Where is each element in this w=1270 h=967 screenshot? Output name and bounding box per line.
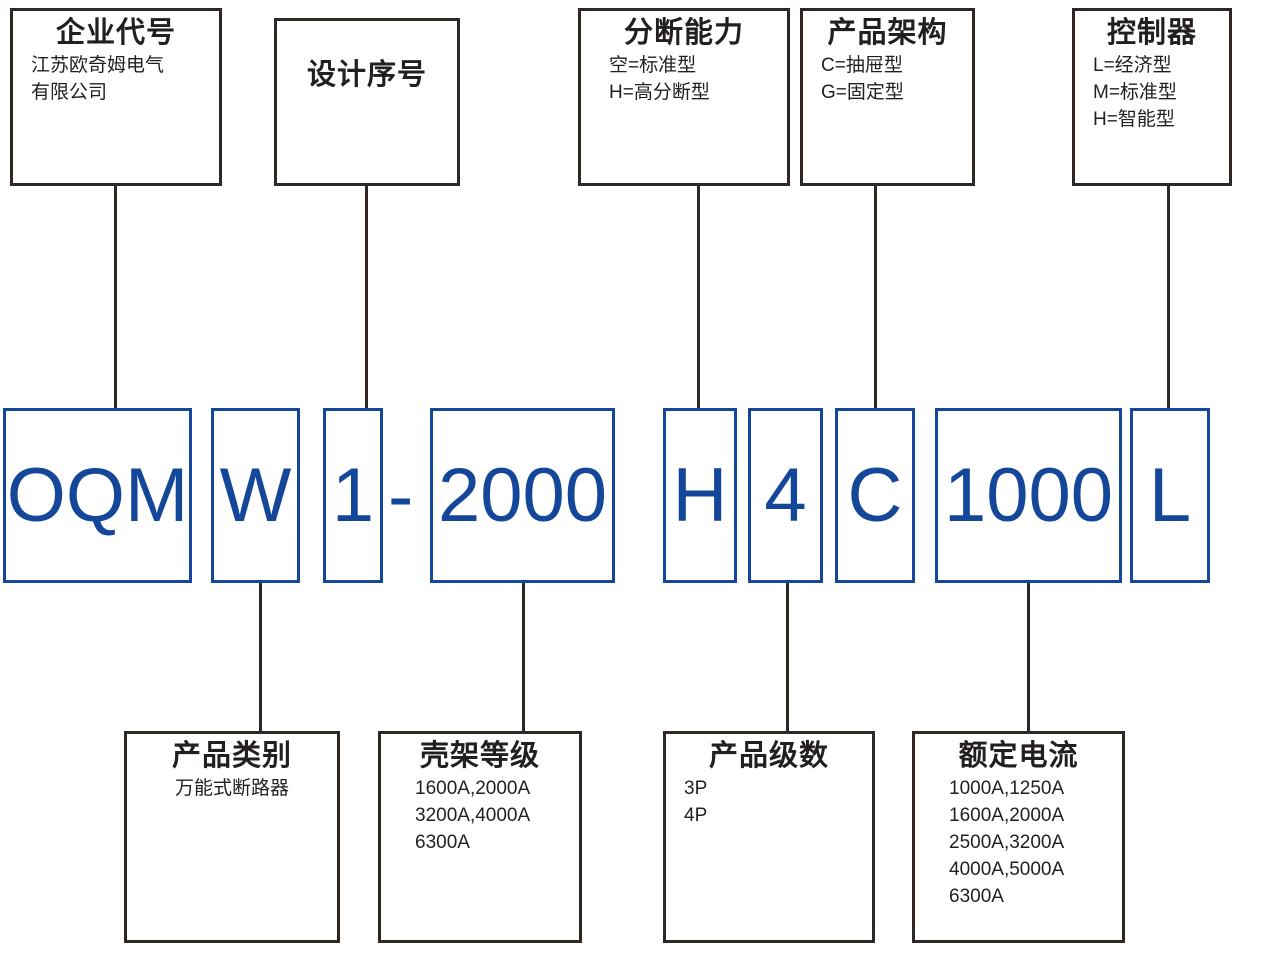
code-box-enterprise: OQM [3, 408, 192, 583]
box-lines-product-structure: C=抽屉型 G=固定型 [803, 53, 972, 107]
code-box-breaking: H [663, 408, 737, 583]
box-line: 万能式断路器 [174, 778, 289, 800]
code-box-structure: C [835, 408, 915, 583]
code-text-design-seq: 1 [331, 452, 375, 538]
box-title-product-category: 产品类别 [171, 740, 292, 772]
connector-breaking-capacity [697, 186, 700, 408]
desc-box-product-category: 产品类别 万能式断路器 [124, 731, 340, 943]
box-lines-product-category: 万能式断路器 [127, 776, 337, 803]
desc-box-controller: 控制器 L=经济型 M=标准型 H=智能型 [1072, 8, 1232, 186]
desc-box-breaking-capacity: 分断能力 空=标准型 H=高分断型 [578, 8, 790, 186]
connector-enterprise-code [114, 186, 117, 408]
box-title-enterprise-code: 企业代号 [55, 17, 176, 49]
code-text-breaking: H [672, 452, 728, 538]
code-text-controller: L [1148, 452, 1192, 538]
code-box-design-seq: 1 [323, 408, 383, 583]
box-lines-enterprise-code: 江苏欧奇姆电气 有限公司 [13, 53, 219, 107]
desc-box-frame-size: 壳架等级 1600A,2000A 3200A,4000A 6300A [378, 731, 582, 943]
desc-box-rated-current: 额定电流 1000A,1250A 1600A,2000A 2500A,3200A… [912, 731, 1125, 943]
box-title-rated-current: 额定电流 [958, 740, 1079, 772]
box-line: 4000A,5000A [949, 859, 1065, 881]
box-line: L=经济型 [1093, 55, 1172, 77]
box-lines-frame-size: 1600A,2000A 3200A,4000A 6300A [381, 776, 579, 857]
box-lines-controller: L=经济型 M=标准型 H=智能型 [1075, 53, 1229, 134]
box-line: 1000A,1250A [949, 778, 1065, 800]
box-line: C=抽屉型 [821, 55, 903, 77]
box-line: 6300A [949, 886, 1004, 908]
box-line: 1600A,2000A [949, 805, 1065, 827]
box-line: H=智能型 [1093, 109, 1175, 131]
box-line: 空=标准型 [609, 55, 697, 77]
box-lines-pole-number: 3P 4P [666, 776, 872, 830]
code-text-category: W [219, 452, 292, 538]
box-line: 4P [684, 805, 708, 827]
box-lines-rated-current: 1000A,1250A 1600A,2000A 2500A,3200A 4000… [915, 776, 1122, 911]
box-line: H=高分断型 [609, 82, 710, 104]
code-box-controller: L [1130, 408, 1210, 583]
connector-controller [1167, 186, 1170, 408]
box-title-design-sequence: 设计序号 [306, 59, 427, 91]
box-lines-breaking-capacity: 空=标准型 H=高分断型 [581, 53, 787, 107]
box-line: M=标准型 [1093, 82, 1177, 104]
code-text-poles: 4 [764, 452, 807, 538]
connector-frame-size [522, 583, 525, 731]
code-box-category: W [211, 408, 300, 583]
desc-box-enterprise-code: 企业代号 江苏欧奇姆电气 有限公司 [10, 8, 222, 186]
connector-product-category [259, 583, 262, 731]
desc-box-design-sequence: 设计序号 [274, 18, 460, 186]
box-line: 有限公司 [31, 82, 108, 104]
code-text-frame-size: 2000 [437, 452, 608, 538]
box-title-pole-number: 产品级数 [708, 740, 829, 772]
box-line: 6300A [415, 832, 470, 854]
code-box-rated-current: 1000 [935, 408, 1122, 583]
code-text-enterprise: OQM [6, 452, 189, 538]
box-line: G=固定型 [821, 82, 904, 104]
connector-design-sequence [365, 186, 368, 408]
box-line: 2500A,3200A [949, 832, 1065, 854]
code-box-poles: 4 [748, 408, 823, 583]
box-title-breaking-capacity: 分断能力 [623, 17, 744, 49]
connector-product-structure [874, 186, 877, 408]
desc-box-pole-number: 产品级数 3P 4P [663, 731, 875, 943]
box-line: 1600A,2000A [415, 778, 531, 800]
code-text-rated-current: 1000 [943, 452, 1114, 538]
code-text-separator: - [388, 454, 414, 539]
box-line: 江苏欧奇姆电气 [31, 55, 165, 77]
box-title-controller: 控制器 [1106, 17, 1197, 49]
connector-pole-number [786, 583, 789, 731]
box-title-frame-size: 壳架等级 [419, 740, 540, 772]
box-title-product-structure: 产品架构 [827, 17, 948, 49]
box-line: 3200A,4000A [415, 805, 531, 827]
box-line: 3P [684, 778, 708, 800]
code-box-frame-size: 2000 [430, 408, 615, 583]
connector-rated-current [1027, 583, 1030, 731]
code-text-structure: C [847, 452, 903, 538]
desc-box-product-structure: 产品架构 C=抽屉型 G=固定型 [800, 8, 975, 186]
